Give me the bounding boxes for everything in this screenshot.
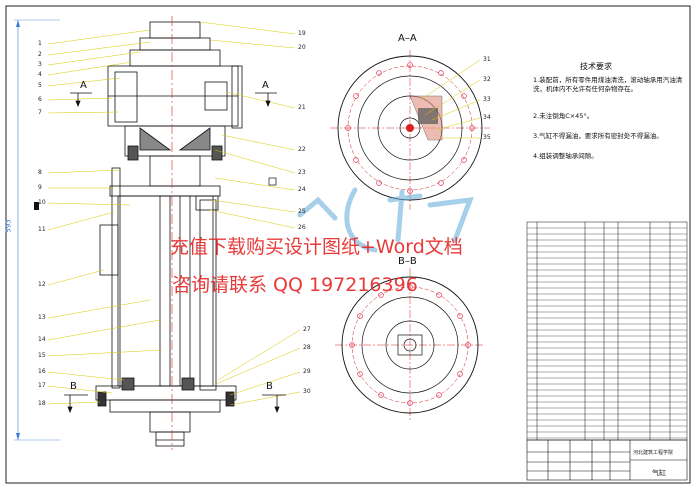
part-number-label: 35	[483, 134, 491, 141]
watermark-logo	[297, 187, 474, 253]
part-number-label: 1	[38, 40, 42, 47]
part-number-label: 5	[38, 82, 42, 89]
small-square-mark	[268, 177, 277, 186]
cut-mark-a-left: A	[80, 80, 87, 91]
part-number-label: 20	[298, 44, 306, 51]
part-number-label: 18	[38, 400, 46, 407]
section-aa-title: A–A	[398, 33, 417, 44]
title-block-company: 河北建筑工程学院	[633, 450, 674, 456]
tech-requirements-title: 技术要求	[580, 62, 612, 71]
part-number-label: 16	[38, 368, 46, 375]
part-number-label: 3	[38, 61, 42, 68]
section-aa-bolt-holes	[345, 62, 475, 194]
cut-mark-b-right: B	[266, 381, 273, 392]
main-assembly-view	[95, 21, 243, 447]
part-number-label: 33	[483, 96, 491, 103]
tech-requirement-2: 2.未注倒角C×45°。	[533, 112, 594, 120]
part-number-label: 4	[38, 71, 42, 78]
part-number-label: 22	[298, 146, 306, 153]
section-bb-bolt-holes	[349, 284, 471, 406]
tech-requirement-3: 3.气缸不得漏油，要求所有密封处不得漏油。	[533, 132, 663, 140]
watermark-line-1: 充值下载购买设计图纸+Word文档	[170, 236, 463, 258]
part-number-label: 29	[303, 368, 311, 375]
section-aa-leaders	[419, 59, 481, 139]
sheet-border	[5, 5, 691, 484]
part-number-label: 12	[38, 281, 46, 288]
watermark-line-2: 咨询请联系 QQ 197216396	[172, 274, 418, 296]
part-number-label: 8	[38, 169, 42, 176]
part-number-label: 2	[38, 51, 42, 58]
part-number-label: 15	[38, 352, 46, 359]
part-number-label: 23	[298, 169, 306, 176]
parts-list-table	[526, 221, 688, 441]
part-number-label: 27	[303, 326, 311, 333]
title-block	[526, 439, 688, 481]
part-number-label: 13	[38, 314, 46, 321]
part-number-label: 14	[38, 336, 46, 343]
part-number-label: 9	[38, 184, 42, 191]
title-block-name: 气缸	[652, 469, 666, 477]
section-bb-title: B–B	[398, 256, 417, 267]
part-number-label: 31	[483, 56, 491, 63]
part-number-label: 10	[38, 199, 46, 206]
cut-mark-a-right: A	[262, 80, 269, 91]
part-number-label: 28	[303, 344, 311, 351]
part-number-label: 7	[38, 109, 42, 116]
left-sheet-mark	[34, 202, 39, 210]
cut-mark-b-left: B	[70, 381, 77, 392]
section-aa-view	[330, 50, 490, 210]
part-number-label: 32	[483, 76, 491, 83]
tech-requirement-1: 1.装配前，所有零件用煤油清洗，滚动轴承用汽油清洗，机体内不允许有任何杂物存在。	[533, 76, 683, 93]
overall-height-label: 593	[4, 219, 13, 233]
part-number-label: 11	[38, 226, 46, 233]
part-number-label: 6	[38, 96, 42, 103]
section-bb-view	[335, 268, 485, 420]
overall-height-dimension	[14, 19, 60, 441]
section-cut-markers	[64, 92, 286, 414]
part-number-label: 25	[298, 208, 306, 215]
part-number-label: 34	[483, 114, 491, 121]
part-number-label: 30	[303, 388, 311, 395]
leader-lines-left	[47, 29, 163, 405]
part-number-label: 21	[298, 104, 306, 111]
leader-lines-right	[199, 21, 301, 406]
tech-requirement-4: 4.组装调整轴承间隙。	[533, 152, 598, 160]
part-number-label: 24	[298, 186, 306, 193]
part-number-label: 17	[38, 382, 46, 389]
part-number-label: 19	[298, 30, 306, 37]
parts-list-rows	[527, 227, 687, 439]
part-number-label: 26	[298, 224, 306, 231]
